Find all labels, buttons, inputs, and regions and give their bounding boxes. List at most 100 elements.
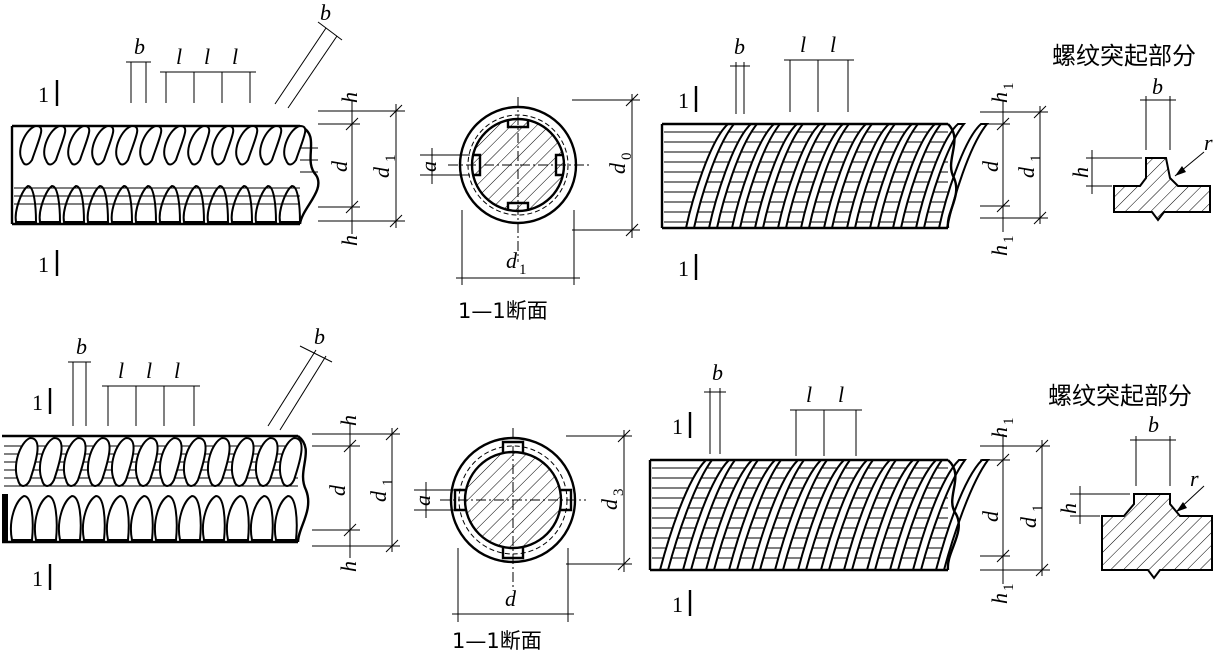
detail-title-bottom: 螺纹突起部分: [1048, 382, 1192, 410]
thread-rib: [154, 494, 178, 541]
label-h-bot-bl: h: [336, 561, 361, 572]
thread-rib: [91, 124, 115, 166]
label-l2-tl: l: [204, 44, 210, 69]
label-r-detail-top: r: [1204, 130, 1213, 155]
thread-rib: [206, 436, 231, 487]
ribs-top-left: [14, 124, 307, 223]
label-d1-sub-bl: 1: [380, 479, 396, 487]
section-title-top: 1—1断面: [458, 299, 548, 323]
label-d1-sub-tr: 1: [1028, 155, 1044, 163]
label-d3-bottom: d: [597, 498, 622, 510]
label-d-bottom-section: d: [505, 586, 517, 611]
section-bottom: [414, 428, 632, 622]
thread-rib: [106, 494, 130, 541]
label-d-tl: d: [327, 160, 352, 172]
label-h-top-tl: h: [337, 92, 362, 103]
bar-bottom-right: [648, 458, 990, 572]
label-l2-tr: l: [830, 32, 836, 57]
label-h1-top-tr: h: [987, 92, 1012, 103]
label-l1-tl: l: [176, 44, 182, 69]
ribs-bottom-left: [2, 436, 303, 542]
label-b-detail-top: b: [1152, 74, 1163, 99]
thread-rib: [34, 494, 58, 541]
label-l2-br: l: [838, 382, 844, 407]
thread-rib: [230, 436, 255, 487]
thread-rib: [211, 124, 235, 166]
thread-rib: [235, 124, 259, 166]
thread-rib: [19, 124, 43, 166]
label-h-detail-top: h: [1068, 167, 1093, 178]
label-d1-br: d: [1016, 516, 1041, 528]
label-l1-tr: l: [800, 32, 806, 57]
bar-top-left: [10, 124, 320, 226]
label-h1-sub-bot-tr: 1: [1001, 236, 1017, 244]
dims-top-left: [126, 21, 405, 234]
bar-top-right: [660, 122, 990, 230]
section-mark-tl-bot: 1: [38, 252, 49, 277]
ribs-bottom-right: [658, 459, 990, 571]
bar-bottom-left: [2, 434, 310, 544]
thread-rib: [62, 436, 87, 487]
thread-rib: [278, 436, 303, 487]
label-b-tr: b: [734, 34, 745, 59]
thread-rib: [178, 494, 202, 541]
label-d0-top: d: [605, 162, 630, 174]
thread-rib: [43, 124, 67, 166]
thread-rib: [259, 124, 283, 166]
section-title-bottom: 1—1断面: [452, 629, 542, 653]
label-b2-tl: b: [320, 0, 331, 25]
label-d1-tr: d: [1014, 166, 1039, 178]
label-d1-bl: d: [366, 490, 391, 502]
thread-rib: [226, 494, 250, 541]
section-mark-tr-top: 1: [678, 88, 689, 113]
thread-rib: [250, 494, 274, 541]
label-r-detail-bottom: r: [1190, 466, 1199, 491]
thread-rib: [110, 436, 135, 487]
label-b-bl: b: [76, 334, 87, 359]
thread-rib: [202, 494, 226, 541]
thread-detail-bottom: [1070, 436, 1213, 580]
label-h-top-bl: h: [336, 415, 361, 426]
thread-rib: [10, 494, 34, 541]
thread-rib: [187, 124, 211, 166]
thread-rib: [14, 436, 39, 487]
label-h1-sub-top-br: 1: [1001, 418, 1017, 426]
label-a-bottom: a: [410, 495, 435, 506]
label-d1-sub-top-section: 1: [519, 262, 527, 278]
label-b2-bl: b: [314, 324, 325, 349]
label-l3-tl: l: [232, 44, 238, 69]
thread-rib: [58, 494, 82, 541]
dims-bottom-left: [68, 345, 400, 558]
label-h1-bot-br: h: [987, 593, 1012, 604]
label-d3-sub-bottom: 3: [611, 489, 627, 497]
label-h1-bot-tr: h: [987, 245, 1012, 256]
thread-rib: [914, 123, 967, 229]
label-l1-br: l: [806, 382, 812, 407]
section-mark-tr-bot: 1: [678, 256, 689, 281]
label-d1-sub-br: 1: [1030, 505, 1046, 513]
thread-rib: [274, 494, 298, 541]
label-d1-tl: d: [369, 166, 394, 178]
thread-rib: [67, 124, 91, 166]
label-a-top: a: [416, 161, 441, 172]
thread-rib: [82, 494, 106, 541]
detail-title-top: 螺纹突起部分: [1052, 42, 1196, 70]
label-d-tr: d: [978, 160, 1003, 172]
label-h1-sub-top-tr: 1: [1001, 83, 1017, 91]
label-b-tl: b: [134, 34, 145, 59]
label-b-detail-bottom: b: [1148, 412, 1159, 437]
section-mark-br-top: 1: [672, 414, 683, 439]
section-mark-tl-top: 1: [38, 82, 49, 107]
label-l1-bl: l: [118, 358, 124, 383]
thread-rib: [115, 124, 139, 166]
thread-rib: [163, 124, 187, 166]
thread-rib: [283, 124, 307, 166]
label-l3-bl: l: [174, 358, 180, 383]
thread-rib: [911, 459, 967, 571]
section-top: [420, 93, 640, 285]
label-h-detail-bottom: h: [1056, 503, 1081, 514]
thread-rib: [139, 124, 163, 166]
label-h1-sub-bot-br: 1: [1001, 584, 1017, 592]
label-h1-top-br: h: [987, 427, 1012, 438]
